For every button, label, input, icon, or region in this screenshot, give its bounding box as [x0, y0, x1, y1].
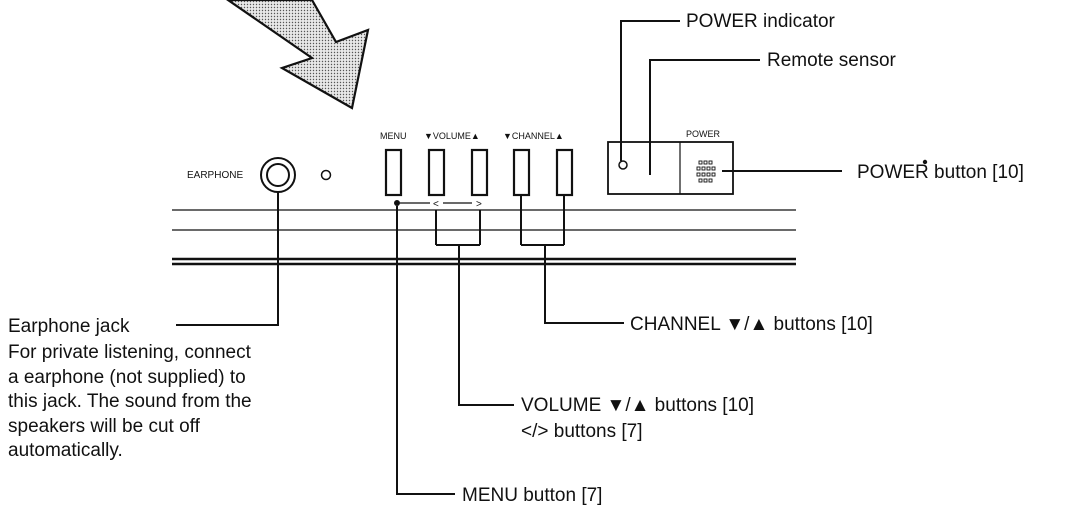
- earphone-description-line: automatically.: [8, 440, 123, 461]
- earphone-description-line: a earphone (not supplied) to: [8, 366, 246, 388]
- earphone-description-line: this jack. The sound from the: [8, 391, 252, 412]
- power-indicator-led: [618, 160, 628, 170]
- volume-label: ▼VOLUME▲: [424, 131, 480, 141]
- volume-down-button[interactable]: [427, 148, 446, 197]
- channel-up-button[interactable]: [555, 148, 574, 197]
- power-callout-dot: [922, 159, 928, 165]
- channel-buttons-callout: CHANNEL ▼/▲ buttons [10]: [630, 314, 873, 335]
- earphone-jack-callout: Earphone jack: [8, 316, 130, 337]
- small-indicator-hole: [320, 169, 332, 181]
- earphone-description-line: speakers will be cut off: [8, 415, 200, 437]
- power-panel-label: POWER: [686, 129, 721, 139]
- pointer-arrow: [226, 0, 370, 110]
- leader-lines: [176, 20, 842, 495]
- menu-dot-marker: [394, 200, 400, 206]
- earphone-jack: [260, 157, 296, 193]
- gt-mark: >: [476, 199, 482, 210]
- channel-down-button[interactable]: [512, 148, 531, 197]
- power-indicator-callout: POWER indicator: [686, 11, 836, 32]
- panel-edge-lines: [172, 209, 796, 266]
- earphone-label: EARPHONE: [187, 170, 243, 181]
- earphone-description: For private listening, connect a earphon…: [8, 341, 308, 464]
- volume-buttons-callout: VOLUME ▼/▲ buttons [10]: [521, 395, 754, 416]
- menu-label: MENU: [380, 131, 407, 141]
- power-button-callout: POWER button [10]: [857, 162, 1024, 183]
- menu-button-callout: MENU button [7]: [462, 485, 602, 506]
- lt-mark: <: [433, 199, 439, 210]
- remote-sensor-callout: Remote sensor: [767, 50, 897, 71]
- menu-button[interactable]: [384, 148, 403, 197]
- volume-up-button[interactable]: [470, 148, 489, 197]
- lt-gt-buttons-callout: </> buttons [7]: [521, 421, 642, 442]
- channel-label: ▼CHANNEL▲: [503, 131, 564, 141]
- earphone-description-line: For private listening, connect: [8, 342, 251, 363]
- power-button[interactable]: [684, 150, 728, 192]
